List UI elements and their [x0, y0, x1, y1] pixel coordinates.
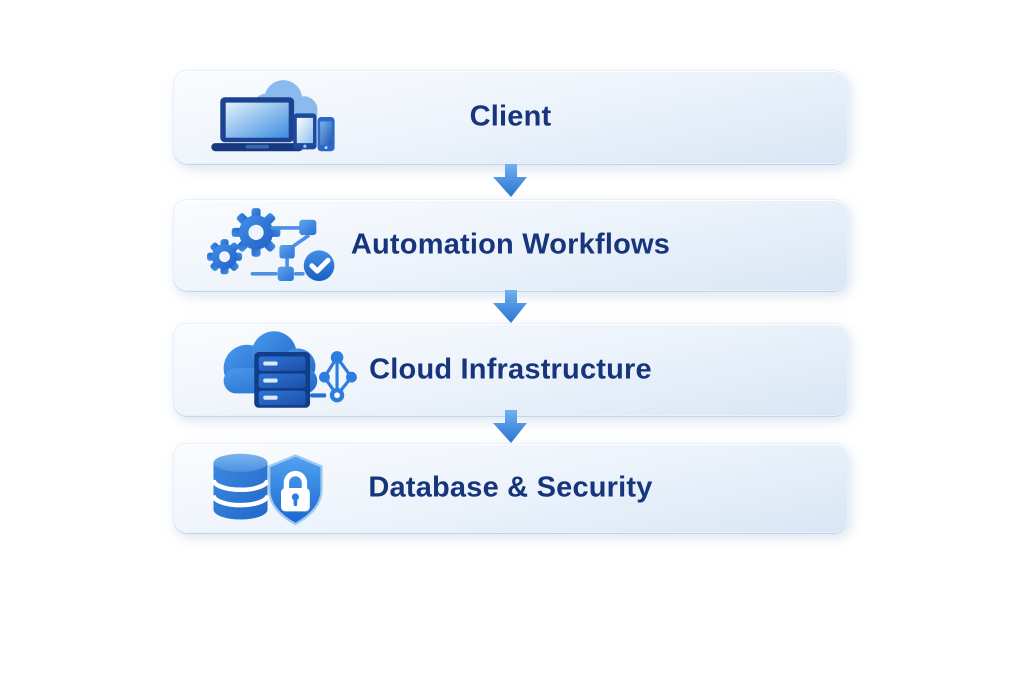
cloud-server-network-icon	[200, 325, 358, 415]
arrow-down-icon	[489, 410, 533, 444]
database-shield-icon	[200, 443, 326, 533]
node-label-cloud-infrastructure: Cloud Infrastructure	[369, 353, 652, 385]
node-cloud-infrastructure: Cloud Infrastructure	[173, 323, 848, 416]
arrow-down-icon	[489, 290, 533, 324]
automation-gears-icon	[200, 200, 340, 290]
node-automation-workflows: Automation Workflows	[173, 199, 848, 291]
node-label-database-security: Database & Security	[368, 471, 653, 504]
node-label-automation-workflows: Automation Workflows	[350, 228, 671, 261]
node-client: Client	[173, 70, 848, 164]
node-database-security: Database & Security	[173, 443, 848, 533]
node-label-client: Client	[469, 100, 552, 133]
client-devices-icon	[200, 72, 336, 162]
arrow-down-icon	[489, 164, 533, 198]
